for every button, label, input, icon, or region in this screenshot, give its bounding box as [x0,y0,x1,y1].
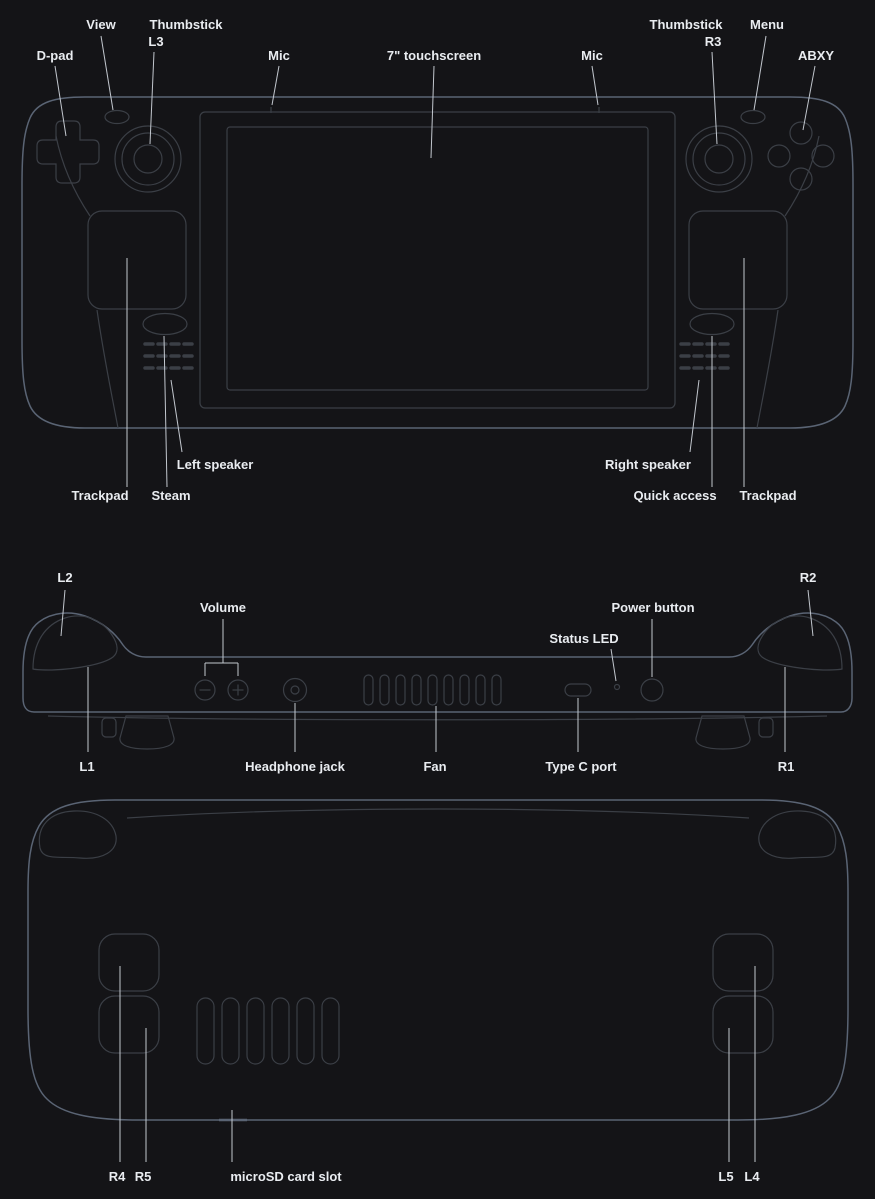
bottom-seam [47,715,828,721]
label-volume: Volume [200,600,246,615]
label-thumbstick-left: Thumbstick [150,17,224,32]
menu-button [740,109,766,125]
abxy-buttons [767,121,835,191]
status-led [613,683,621,691]
label-steam: Steam [151,488,190,503]
l4-button [712,933,774,992]
label-r2: R2 [800,570,817,585]
label-status-led: Status LED [549,631,618,646]
leader-steam [163,335,168,488]
label-l2: L2 [57,570,72,585]
leader-status-led [610,648,617,682]
back-body-outline [27,799,849,1121]
label-r5: R5 [135,1169,152,1184]
label-touchscreen: 7" touchscreen [387,48,481,63]
r5-button [98,995,160,1054]
dpad [36,120,100,184]
right-edge-tab [758,717,774,738]
label-right-speaker: Right speaker [605,457,691,472]
leader-volume-bracket [204,619,239,676]
leader-abxy [802,65,816,131]
power-button [640,678,664,702]
left-grip-seam-lower [96,309,119,429]
leader-menu [753,35,767,111]
left-speaker-grille [143,342,194,370]
quick-access-button [689,312,735,336]
back-vents [196,997,340,1065]
leader-left-speaker [170,379,183,453]
leader-mic-left [271,65,280,106]
back-grip-right [758,810,837,859]
label-headphone-jack: Headphone jack [245,759,345,774]
steam-button [142,312,188,336]
label-quick-access: Quick access [633,488,716,503]
label-l5: L5 [718,1169,733,1184]
label-abxy: ABXY [798,48,834,63]
right-trackpad [688,210,788,310]
label-l3: L3 [148,34,163,49]
label-trackpad-left: Trackpad [71,488,128,503]
leader-dpad [54,65,67,137]
label-dpad: D-pad [37,48,74,63]
label-left-speaker: Left speaker [177,457,254,472]
r2-button [757,615,843,671]
right-grip-seam-lower [756,309,779,429]
front-body-outline [21,96,854,429]
left-edge-tab [101,717,117,738]
r4-button [98,933,160,992]
label-view: View [86,17,116,32]
right-stick-dome [695,715,751,750]
l5-button [712,995,774,1054]
leader-l2 [60,589,66,637]
right-speaker-grille [679,342,730,370]
leader-thumbstick-l3 [149,51,155,145]
leader-touchscreen [430,65,435,159]
leader-right-speaker [689,379,700,453]
label-mic-left: Mic [268,48,290,63]
headphone-jack [282,677,308,703]
left-grip-seam-upper [55,135,91,217]
view-button [104,109,130,125]
top-view: L2 Volume Status LED Power button R2 L1 … [22,570,853,774]
back-grip-left [38,810,117,859]
left-thumbstick [114,125,182,193]
screen [226,126,649,391]
screen-bezel [199,111,676,409]
label-trackpad-right: Trackpad [739,488,796,503]
label-r1: R1 [778,759,795,774]
leader-view [100,35,114,111]
label-l1: L1 [79,759,94,774]
label-l4: L4 [744,1169,760,1184]
left-trackpad [87,210,187,310]
label-microsd: microSD card slot [230,1169,342,1184]
label-r3: R3 [705,34,722,49]
label-power-button: Power button [611,600,694,615]
right-thumbstick [685,125,753,193]
label-menu: Menu [750,17,784,32]
back-top-seam [126,808,750,819]
leader-thumbstick-r3 [711,51,718,145]
top-body-outline [22,612,853,713]
volume-buttons [194,679,249,701]
leader-r2 [807,589,814,637]
right-grip-seam-upper [784,135,820,217]
left-stick-dome [119,715,175,750]
leader-mic-right [591,65,599,106]
type-c-port [564,683,592,697]
label-r4: R4 [109,1169,126,1184]
fan-grille [363,674,502,706]
front-view: View Thumbstick L3 D-pad Mic 7" touchscr… [21,17,854,503]
label-thumbstick-right: Thumbstick [650,17,724,32]
label-mic-right: Mic [581,48,603,63]
l2-button [32,615,118,671]
label-fan: Fan [423,759,446,774]
back-view: R4 R5 microSD card slot L5 L4 [27,799,849,1184]
label-type-c-port: Type C port [545,759,617,774]
